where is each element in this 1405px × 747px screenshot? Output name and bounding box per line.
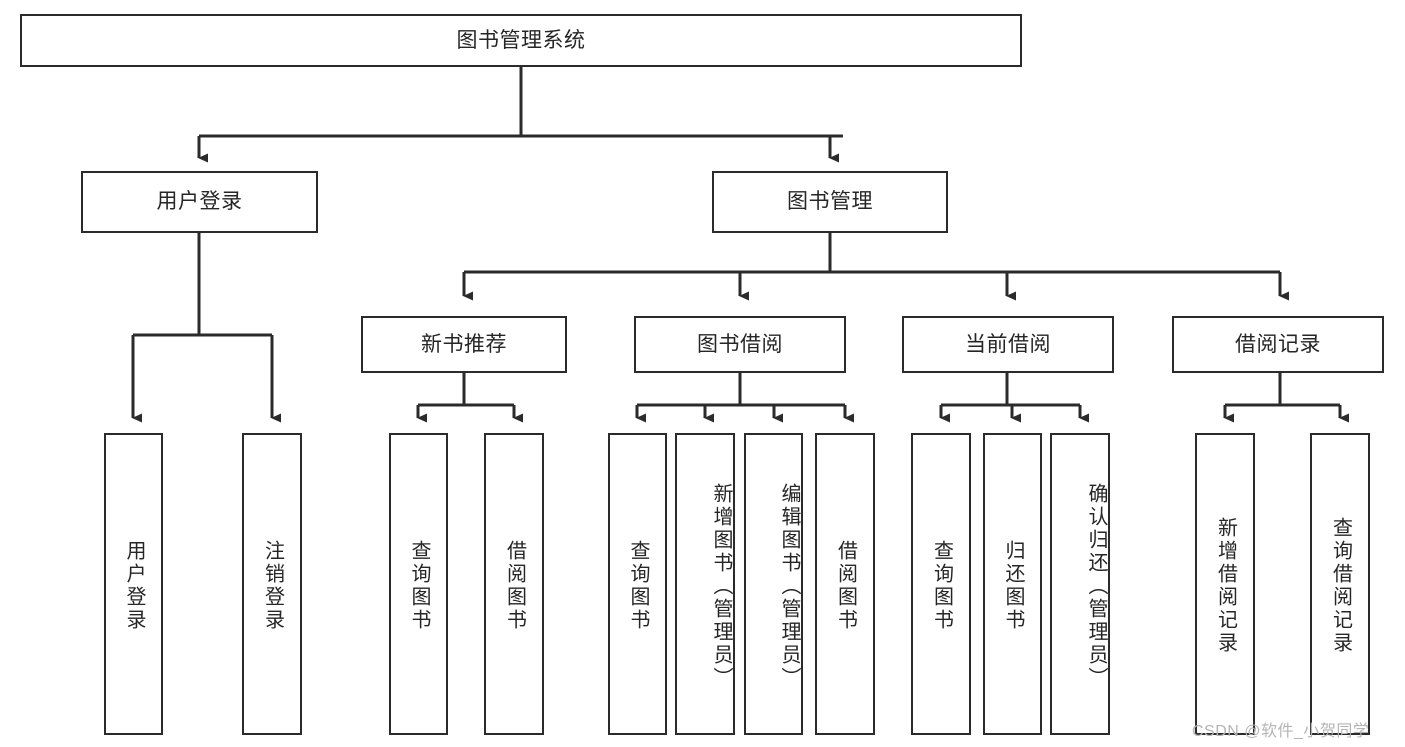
node-current-borrow-label: 当前借阅 bbox=[965, 332, 1051, 356]
leaf-query-book-2-label: 查询图书 bbox=[627, 540, 649, 632]
leaf-user-login[interactable]: 用户登录 bbox=[104, 433, 163, 735]
leaf-query-book-3-label: 查询图书 bbox=[930, 540, 953, 632]
node-new-book-rec[interactable]: 新书推荐 bbox=[361, 316, 567, 373]
leaf-query-book-2[interactable]: 查询图书 bbox=[608, 433, 667, 735]
leaf-borrow-book-1[interactable]: 借阅图书 bbox=[484, 433, 544, 735]
leaf-add-book[interactable]: 新增图书（管理员） bbox=[675, 433, 735, 735]
leaf-query-record-label: 查询借阅记录 bbox=[1329, 517, 1352, 655]
node-root-label: 图书管理系统 bbox=[456, 28, 586, 52]
node-book-manage-label: 图书管理 bbox=[787, 190, 873, 214]
leaf-confirm-return-label: 确认归还（管理员） bbox=[1085, 482, 1107, 690]
node-borrow-record-label: 借阅记录 bbox=[1235, 332, 1321, 356]
leaf-add-book-label: 新增图书（管理员） bbox=[710, 482, 732, 690]
leaf-add-record[interactable]: 新增借阅记录 bbox=[1195, 433, 1255, 735]
node-new-book-rec-label: 新书推荐 bbox=[421, 332, 507, 356]
leaf-add-record-label: 新增借阅记录 bbox=[1214, 517, 1237, 655]
node-book-borrow-label: 图书借阅 bbox=[697, 332, 783, 356]
node-book-borrow[interactable]: 图书借阅 bbox=[634, 316, 846, 373]
leaf-query-book-1[interactable]: 查询图书 bbox=[389, 433, 448, 735]
node-root[interactable]: 图书管理系统 bbox=[20, 14, 1022, 67]
leaf-borrow-book-2[interactable]: 借阅图书 bbox=[815, 433, 875, 735]
leaf-user-login-label: 用户登录 bbox=[123, 540, 145, 632]
node-user-login-label: 用户登录 bbox=[156, 190, 243, 214]
leaf-logout-label: 注销登录 bbox=[261, 540, 284, 632]
leaf-logout[interactable]: 注销登录 bbox=[242, 433, 302, 735]
node-borrow-record[interactable]: 借阅记录 bbox=[1172, 316, 1384, 373]
leaf-query-book-3[interactable]: 查询图书 bbox=[911, 433, 971, 735]
leaf-borrow-book-1-label: 借阅图书 bbox=[503, 540, 526, 632]
leaf-borrow-book-2-label: 借阅图书 bbox=[834, 540, 857, 632]
leaf-query-book-1-label: 查询图书 bbox=[408, 540, 430, 632]
leaf-query-record[interactable]: 查询借阅记录 bbox=[1310, 433, 1370, 735]
leaf-return-book-label: 归还图书 bbox=[1002, 540, 1024, 632]
node-current-borrow[interactable]: 当前借阅 bbox=[902, 316, 1114, 373]
node-user-login[interactable]: 用户登录 bbox=[81, 171, 318, 233]
leaf-return-book[interactable]: 归还图书 bbox=[983, 433, 1042, 735]
node-book-manage[interactable]: 图书管理 bbox=[712, 171, 948, 233]
leaf-edit-book-label: 编辑图书（管理员） bbox=[778, 482, 800, 690]
leaf-edit-book[interactable]: 编辑图书（管理员） bbox=[744, 433, 803, 735]
leaf-confirm-return[interactable]: 确认归还（管理员） bbox=[1050, 433, 1110, 735]
